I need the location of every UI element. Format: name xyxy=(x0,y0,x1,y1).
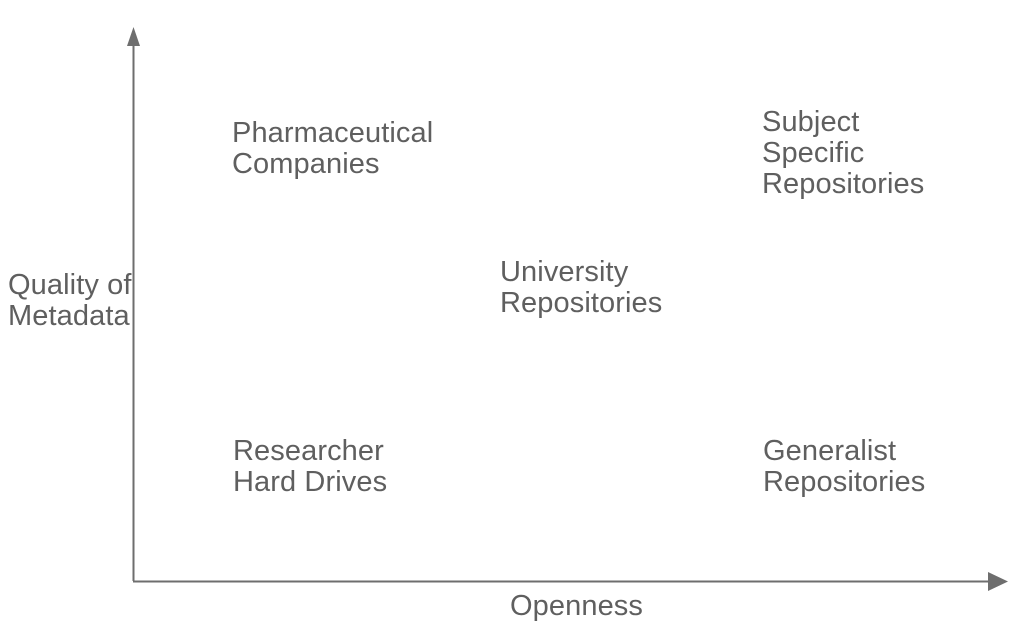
label-subject-specific-repositories: Subject Specific Repositories xyxy=(762,106,925,200)
label-generalist-repositories: Generalist Repositories xyxy=(763,435,926,498)
label-pharmaceutical-companies: Pharmaceutical Companies xyxy=(232,117,434,180)
y-axis-title: Quality of Metadata xyxy=(8,269,132,332)
label-researcher-hard-drives: Researcher Hard Drives xyxy=(233,435,388,498)
y-axis-arrow-icon xyxy=(127,27,140,46)
label-university-repositories: University Repositories xyxy=(500,256,663,319)
x-axis-arrow-icon xyxy=(988,572,1008,591)
x-axis-title: Openness xyxy=(510,590,643,622)
